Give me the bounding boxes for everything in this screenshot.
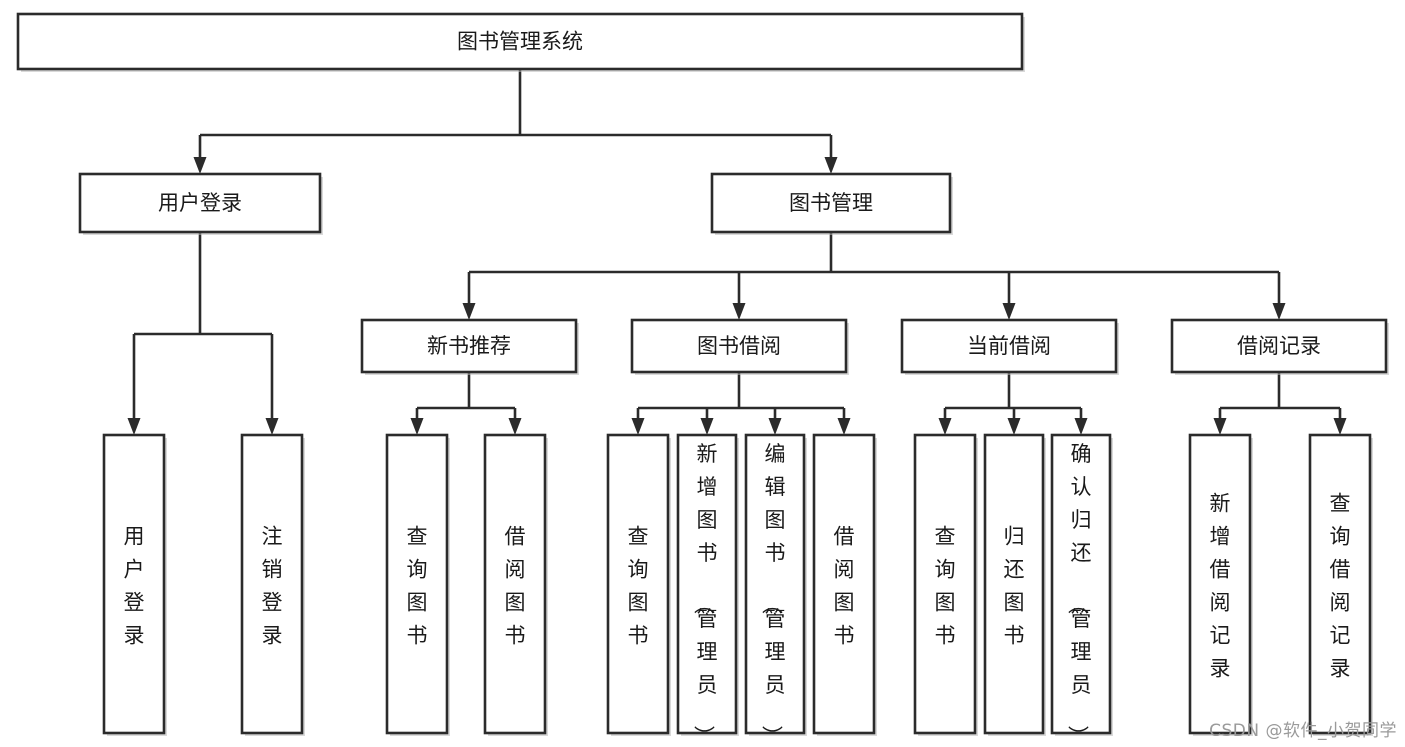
node-box[interactable]	[676, 433, 738, 735]
node-leaf-bw-query[interactable]: 查询图书	[606, 433, 671, 736]
node-label: 查询借阅记录	[1330, 492, 1351, 681]
node-bookmgmt[interactable]: 图书管理	[710, 172, 953, 235]
node-box[interactable]	[102, 433, 166, 735]
connector-layer	[127, 69, 1347, 435]
node-box[interactable]	[240, 433, 304, 735]
node-box[interactable]	[630, 318, 848, 374]
node-box[interactable]	[385, 433, 449, 735]
node-label: 查询图书	[628, 525, 649, 648]
node-box[interactable]	[1188, 433, 1252, 735]
node-label: 当前借阅	[967, 334, 1051, 358]
node-login[interactable]: 用户登录	[78, 172, 323, 235]
node-box[interactable]	[710, 172, 952, 234]
node-leaf-cu-confirm[interactable]: 确认归还（管理员）	[1050, 433, 1113, 746]
connector-group-bookmgmt	[462, 232, 1286, 320]
connector-group-newbook	[410, 372, 522, 435]
node-current[interactable]: 当前借阅	[900, 318, 1119, 375]
node-newbook[interactable]: 新书推荐	[360, 318, 579, 375]
node-leaf-bw-borrow[interactable]: 借阅图书	[812, 433, 877, 736]
node-label: 归还图书	[1004, 525, 1025, 648]
node-label: 借阅图书	[834, 525, 855, 648]
node-label: 查询图书	[935, 525, 956, 648]
connector-group-borrow	[631, 372, 851, 435]
node-box[interactable]	[16, 12, 1024, 71]
node-label: 借阅记录	[1237, 334, 1321, 358]
node-leaf-nb-query[interactable]: 查询图书	[385, 433, 450, 736]
node-box[interactable]	[483, 433, 547, 735]
node-box[interactable]	[360, 318, 578, 374]
node-leaf-user-logout[interactable]: 注销登录	[240, 433, 305, 736]
node-leaf-cu-query[interactable]: 查询图书	[913, 433, 978, 736]
node-label: 图书借阅	[697, 334, 781, 358]
node-leaf-bw-add[interactable]: 新增图书（管理员）	[676, 433, 739, 746]
connector-group-login	[127, 232, 279, 435]
node-leaf-bw-edit[interactable]: 编辑图书（管理员）	[744, 433, 807, 746]
node-label: 用户登录	[124, 525, 145, 648]
node-box[interactable]	[1050, 433, 1112, 735]
node-label: 新增借阅记录	[1210, 492, 1231, 681]
connector-group-root	[193, 69, 838, 174]
node-box[interactable]	[744, 433, 806, 735]
node-box[interactable]	[78, 172, 322, 234]
node-label: 新书推荐	[427, 334, 511, 358]
node-label: 查询图书	[407, 525, 428, 648]
node-label: 编辑图书（管理员）	[760, 442, 786, 746]
node-leaf-nb-borrow[interactable]: 借阅图书	[483, 433, 548, 736]
node-leaf-cu-return[interactable]: 归还图书	[983, 433, 1046, 736]
node-box[interactable]	[606, 433, 670, 735]
node-box[interactable]	[913, 433, 977, 735]
node-label: 图书管理	[789, 191, 873, 215]
node-leaf-user-login[interactable]: 用户登录	[102, 433, 167, 736]
node-box[interactable]	[1170, 318, 1388, 374]
node-label: 用户登录	[158, 191, 242, 215]
node-layer: 图书管理系统用户登录图书管理新书推荐图书借阅当前借阅借阅记录用户登录注销登录查询…	[16, 12, 1389, 746]
node-box[interactable]	[1308, 433, 1372, 735]
node-root[interactable]: 图书管理系统	[16, 12, 1025, 72]
node-box[interactable]	[812, 433, 876, 735]
connector-group-current	[938, 372, 1088, 435]
connector-group-record	[1213, 372, 1347, 435]
node-leaf-rc-add[interactable]: 新增借阅记录	[1188, 433, 1253, 736]
node-record[interactable]: 借阅记录	[1170, 318, 1389, 375]
node-box[interactable]	[983, 433, 1045, 735]
node-label: 注销登录	[262, 525, 283, 648]
node-borrow[interactable]: 图书借阅	[630, 318, 849, 375]
node-label: 确认归还（管理员）	[1066, 442, 1092, 746]
node-label: 借阅图书	[505, 525, 526, 648]
node-label: 图书管理系统	[457, 30, 583, 54]
node-box[interactable]	[900, 318, 1118, 374]
node-label: 新增图书（管理员）	[692, 442, 718, 746]
node-leaf-rc-query[interactable]: 查询借阅记录	[1308, 433, 1373, 736]
